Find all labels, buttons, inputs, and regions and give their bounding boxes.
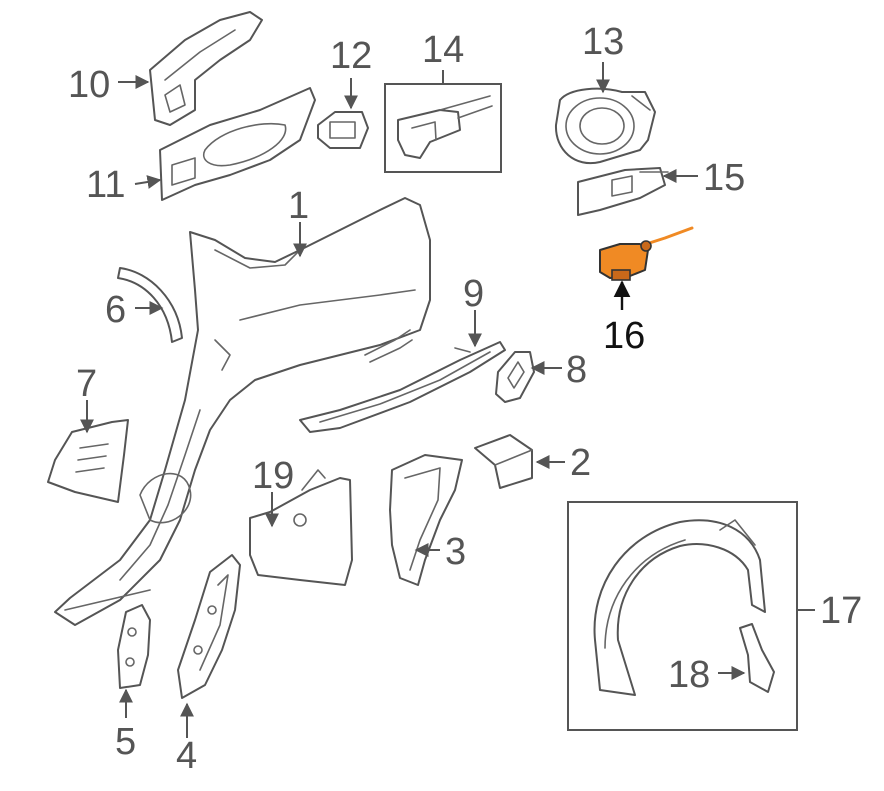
callout-15: 15 <box>703 157 745 199</box>
callout-14: 14 <box>422 29 464 71</box>
wheel-liner-part-17[interactable] <box>567 501 798 731</box>
callout-17: 17 <box>820 590 862 632</box>
callout-11: 11 <box>86 164 125 206</box>
cover-part-2[interactable] <box>474 434 533 489</box>
bracket-part-18[interactable] <box>739 623 775 693</box>
arch-trim-part-6[interactable] <box>117 267 183 343</box>
callout-3: 3 <box>445 531 466 573</box>
bracket-part-15[interactable] <box>577 167 669 216</box>
callout-labels: 1 2 3 4 5 6 7 8 9 10 11 12 13 14 15 16 1… <box>68 21 862 777</box>
quarter-panel-part-1[interactable] <box>54 197 431 626</box>
leader-lines <box>80 62 815 738</box>
panel-part-11[interactable] <box>159 87 316 201</box>
callout-1: 1 <box>288 185 309 227</box>
callout-12: 12 <box>330 35 372 77</box>
actuator-part-16[interactable] <box>599 226 694 281</box>
callout-19: 19 <box>252 455 294 497</box>
sill-part-9[interactable] <box>299 341 506 433</box>
bracket-part-5[interactable] <box>117 604 151 689</box>
callout-18: 18 <box>668 654 710 696</box>
grommet-part-12[interactable] <box>317 111 369 149</box>
callout-8: 8 <box>566 349 587 391</box>
callout-16: 16 <box>603 315 645 357</box>
bracket-part-14[interactable] <box>384 83 502 173</box>
callout-2: 2 <box>570 442 591 484</box>
callout-10: 10 <box>68 64 110 106</box>
callout-7: 7 <box>76 363 97 405</box>
callout-9: 9 <box>463 273 484 315</box>
panel-part-10[interactable] <box>149 11 263 126</box>
panel-part-7[interactable] <box>47 419 129 503</box>
callout-6: 6 <box>105 289 126 331</box>
callout-13: 13 <box>582 21 624 63</box>
bracket-part-4[interactable] <box>177 554 241 699</box>
mud-flap-part-19[interactable] <box>249 469 353 586</box>
callout-4: 4 <box>176 735 197 777</box>
bracket-part-8[interactable] <box>495 351 535 403</box>
filler-housing-part-13[interactable] <box>554 87 656 165</box>
callout-5: 5 <box>115 721 136 763</box>
